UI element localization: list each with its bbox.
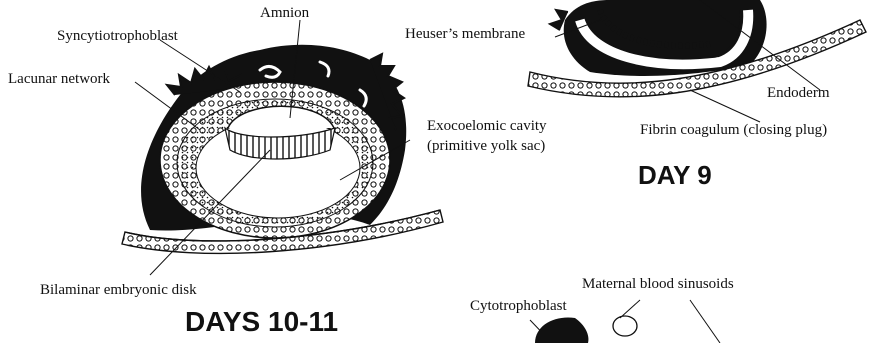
- label-exocoelomic-cavity: Exocoelomic cavity: [427, 118, 547, 135]
- label-heusers-membrane: Heuser’s membrane: [405, 26, 525, 43]
- label-maternal-blood-sinusoids: Maternal blood sinusoids: [582, 276, 734, 293]
- label-fibrin-coagulum: Fibrin coagulum (closing plug): [640, 122, 827, 139]
- day-12-embryo-partial: [535, 316, 637, 343]
- label-cytotrophoblast: Cytotrophoblast: [470, 298, 567, 315]
- stage-title-day-9: DAY 9: [638, 160, 712, 191]
- label-bilaminar-embryonic-disk: Bilaminar embryonic disk: [40, 282, 197, 299]
- label-syncytiotrophoblast: Syncytiotrophoblast: [57, 28, 178, 45]
- label-lacunar-network: Lacunar network: [8, 71, 110, 88]
- stage-title-days-10-11: DAYS 10-11: [185, 306, 338, 338]
- label-primitive-yolk-sac: (primitive yolk sac): [427, 138, 545, 155]
- label-amnion: Amnion: [260, 5, 309, 22]
- label-endoderm: Endoderm: [767, 85, 829, 102]
- day-9-embryo: [528, 0, 866, 97]
